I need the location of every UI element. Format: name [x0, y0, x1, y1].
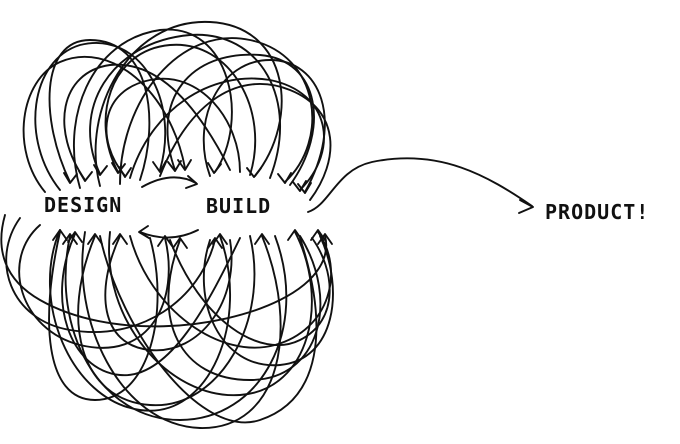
- upper-feedback-loops: [22, 21, 332, 201]
- lower-loop-1-arrowhead: [157, 235, 173, 247]
- build-to-product-arrow: [307, 157, 533, 213]
- upper-loop-6: [104, 44, 257, 176]
- upper-loop-12: [48, 39, 151, 183]
- lower-loop-9: [167, 235, 322, 381]
- upper-loop-6-arrowhead: [111, 162, 126, 174]
- upper-loop-7-arrowhead: [93, 164, 108, 176]
- upper-loop-4: [119, 37, 314, 185]
- upper-loop-4-arrowhead: [277, 172, 292, 184]
- lower-loop-7-arrowhead: [62, 233, 78, 245]
- upper-loop-10-arrowhead: [177, 159, 192, 171]
- lower-loop-14: [61, 233, 241, 376]
- lower-loop-14-arrowhead: [67, 231, 83, 243]
- build-to-design-arrow: [139, 229, 199, 239]
- upper-loop-7: [89, 33, 281, 179]
- lower-loop-9-arrowhead: [172, 237, 188, 249]
- lower-loop-16: [99, 235, 318, 424]
- lower-loop-4: [108, 231, 313, 396]
- upper-loop-8-arrowhead: [118, 166, 132, 178]
- lower-feedback-loops: [0, 214, 334, 429]
- lower-loop-6-arrowhead: [87, 233, 103, 245]
- upper-loop-9-arrowhead: [167, 160, 182, 172]
- lower-loop-10: [5, 217, 216, 333]
- lower-loop-3: [81, 231, 282, 429]
- lower-loop-3-arrowhead: [254, 233, 270, 245]
- upper-loop-13: [159, 83, 332, 201]
- build-to-design-arrowhead: [138, 225, 150, 239]
- upper-loop-11-arrowhead: [297, 182, 312, 194]
- upper-loop-9: [166, 53, 315, 186]
- design-to-build-arrowhead: [185, 175, 198, 189]
- design-to-build-arrow: [141, 176, 197, 188]
- lower-loop-12-arrowhead: [52, 229, 68, 241]
- lower-loop-2: [49, 229, 232, 412]
- lower-loop-13: [169, 237, 331, 346]
- design-label: DESIGN: [44, 193, 122, 217]
- upper-loop-12-arrowhead: [63, 172, 78, 184]
- lower-loop-1: [18, 224, 170, 349]
- lower-loop-8-arrowhead: [112, 233, 128, 245]
- upper-loop-2: [73, 28, 233, 189]
- upper-loop-3: [94, 21, 283, 187]
- lower-loop-15: [0, 214, 328, 328]
- upper-loop-8: [105, 77, 241, 177]
- upper-loop-14-arrowhead: [78, 170, 93, 182]
- upper-loop-5-arrowhead: [292, 180, 307, 192]
- lower-loop-12: [48, 231, 159, 401]
- product-label: PRODUCT!: [545, 200, 649, 224]
- lower-loop-7: [64, 235, 288, 421]
- upper-loop-3-arrowhead: [246, 167, 262, 178]
- upper-loop-10: [22, 55, 186, 193]
- lower-loop-11: [202, 235, 334, 366]
- upper-loop-2-arrowhead: [207, 162, 222, 174]
- build-label: BUILD: [206, 194, 271, 218]
- lower-loop-15-arrowhead: [317, 233, 333, 245]
- upper-loop-14: [63, 63, 231, 181]
- build-to-product-arrowhead: [518, 199, 534, 214]
- upper-loop-11: [202, 59, 326, 193]
- lower-loop-10-arrowhead: [207, 237, 223, 249]
